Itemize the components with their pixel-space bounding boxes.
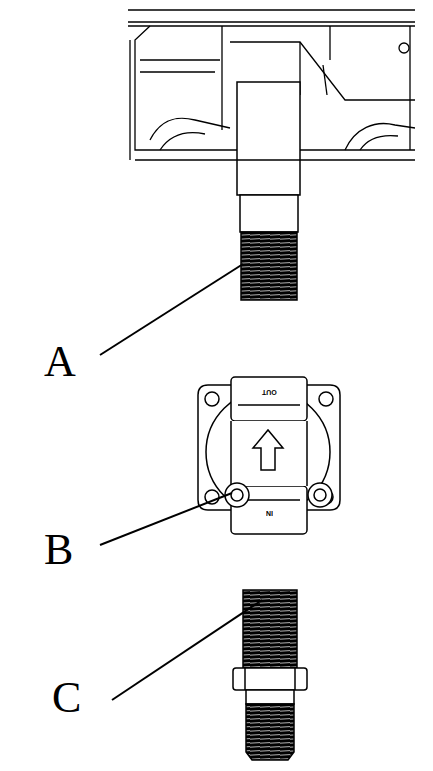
callout-letter: B [44, 528, 73, 572]
pipe-outlet [237, 82, 300, 300]
port-marking: IN [266, 510, 273, 517]
leader-lines [100, 264, 262, 700]
flow-meter [198, 377, 340, 534]
port-marking: OUT [262, 389, 277, 396]
callout-letter: C [52, 676, 81, 720]
fitting [233, 590, 307, 760]
callout-letter: A [44, 340, 76, 384]
